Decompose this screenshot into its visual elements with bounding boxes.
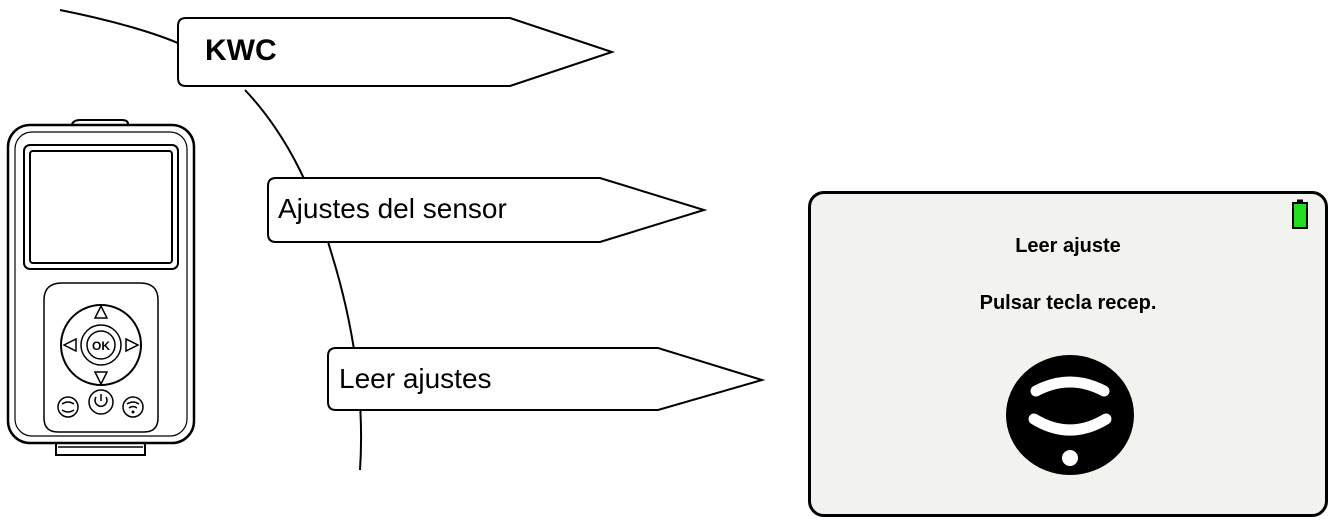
device-power-button — [88, 389, 114, 415]
menu-tag-kwc — [177, 17, 616, 87]
menu-label-sensor-settings: Ajustes del sensor — [278, 193, 507, 224]
device-down-arrow-icon — [93, 371, 109, 386]
screen-instruction: Pulsar tecla recep. — [979, 292, 1157, 314]
screen-title: Leer ajuste — [1015, 235, 1121, 257]
handheld-remote-device: OK — [6, 119, 196, 456]
device-ok-button — [86, 330, 116, 360]
menu-label-kwc: KWC — [205, 34, 277, 67]
battery-icon — [1292, 199, 1308, 229]
device-up-arrow-icon — [93, 304, 109, 319]
menu-tag-sensor — [267, 177, 708, 243]
menu-label-read-settings: Leer ajustes — [339, 363, 492, 394]
device-send-button — [57, 396, 79, 418]
device-screen — [29, 150, 173, 264]
menu-tag-read — [327, 347, 766, 411]
device-ok-label: OK — [92, 339, 110, 353]
receive-signal-icon — [1006, 355, 1134, 475]
device-left-arrow-icon — [62, 337, 77, 353]
device-right-arrow-icon — [125, 337, 140, 353]
